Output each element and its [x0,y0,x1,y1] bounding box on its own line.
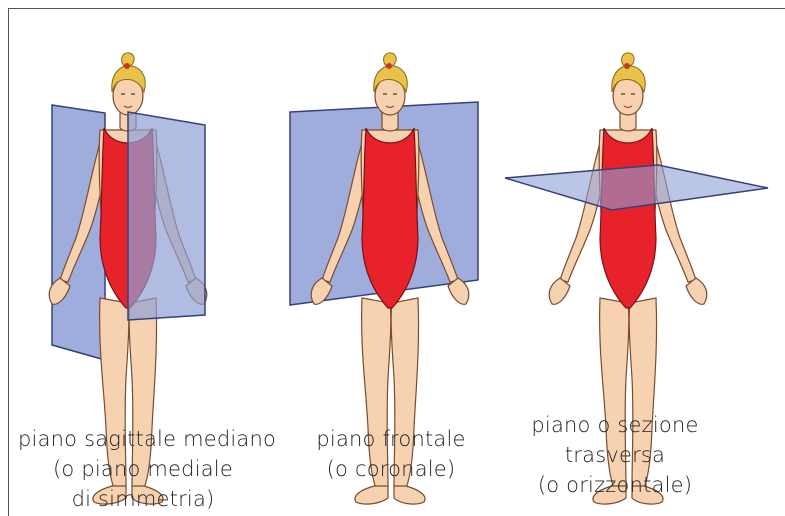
caption-line: piano frontale [305,424,477,454]
caption-frontal-plane: piano frontale (o coronale) [305,424,477,484]
caption-line: di simmetria) [18,484,268,514]
caption-line: (o coronale) [305,454,477,484]
caption-line: piano o sezione [515,410,715,440]
caption-transverse-plane: piano o sezione trasversa (o orizzontale… [515,410,715,500]
caption-line: (o piano mediale [18,454,268,484]
sagittal-plane-front [128,112,205,320]
caption-sagittal-plane: piano sagittale mediano (o piano mediale… [18,424,268,514]
caption-line: piano sagittale mediano [18,424,268,454]
caption-line: (o orizzontale) [515,470,715,500]
transverse-plane [505,165,768,210]
caption-line: trasversa [515,440,715,470]
